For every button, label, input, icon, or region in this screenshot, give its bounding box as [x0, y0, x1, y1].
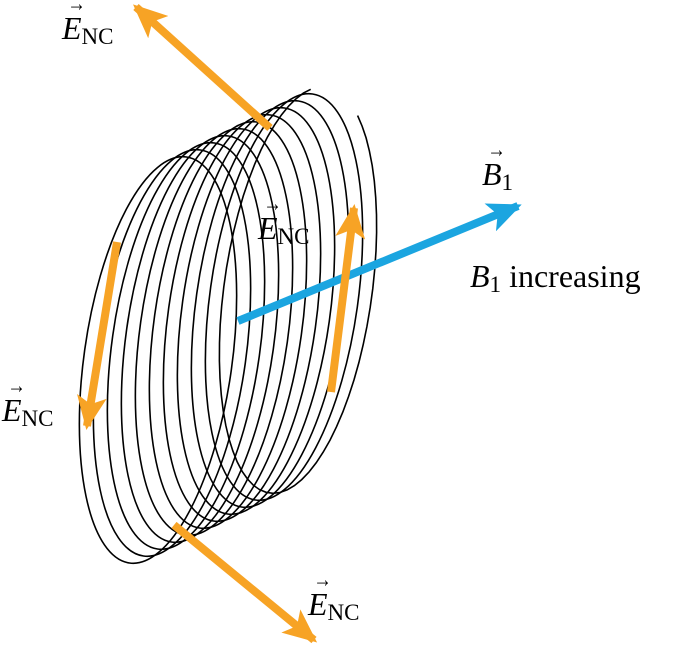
coil-turn	[120, 134, 280, 544]
coil-turn	[176, 106, 336, 516]
coil-turn	[78, 155, 238, 565]
coil-turn	[148, 120, 308, 530]
coil-turn	[204, 92, 364, 502]
e-field-arrow-left	[77, 241, 121, 430]
b1-vector-label: B1	[482, 158, 513, 194]
e-field-arrow-top	[133, 4, 273, 131]
b1-increasing-caption: B1 increasing	[470, 258, 641, 298]
b1-field-arrow	[236, 202, 522, 325]
e-nc-label-top: ENC	[62, 12, 114, 48]
e-nc-label-bottom: ENC	[308, 588, 360, 624]
e-field-arrow-bottom	[171, 521, 318, 644]
coil-turn	[218, 88, 378, 495]
coil-turn	[162, 113, 322, 523]
e-nc-label-left: ENC	[2, 394, 54, 430]
e-nc-label-inner: ENC	[258, 212, 310, 248]
e-field-arrow-inner	[327, 204, 366, 393]
coil-turn	[106, 141, 266, 551]
